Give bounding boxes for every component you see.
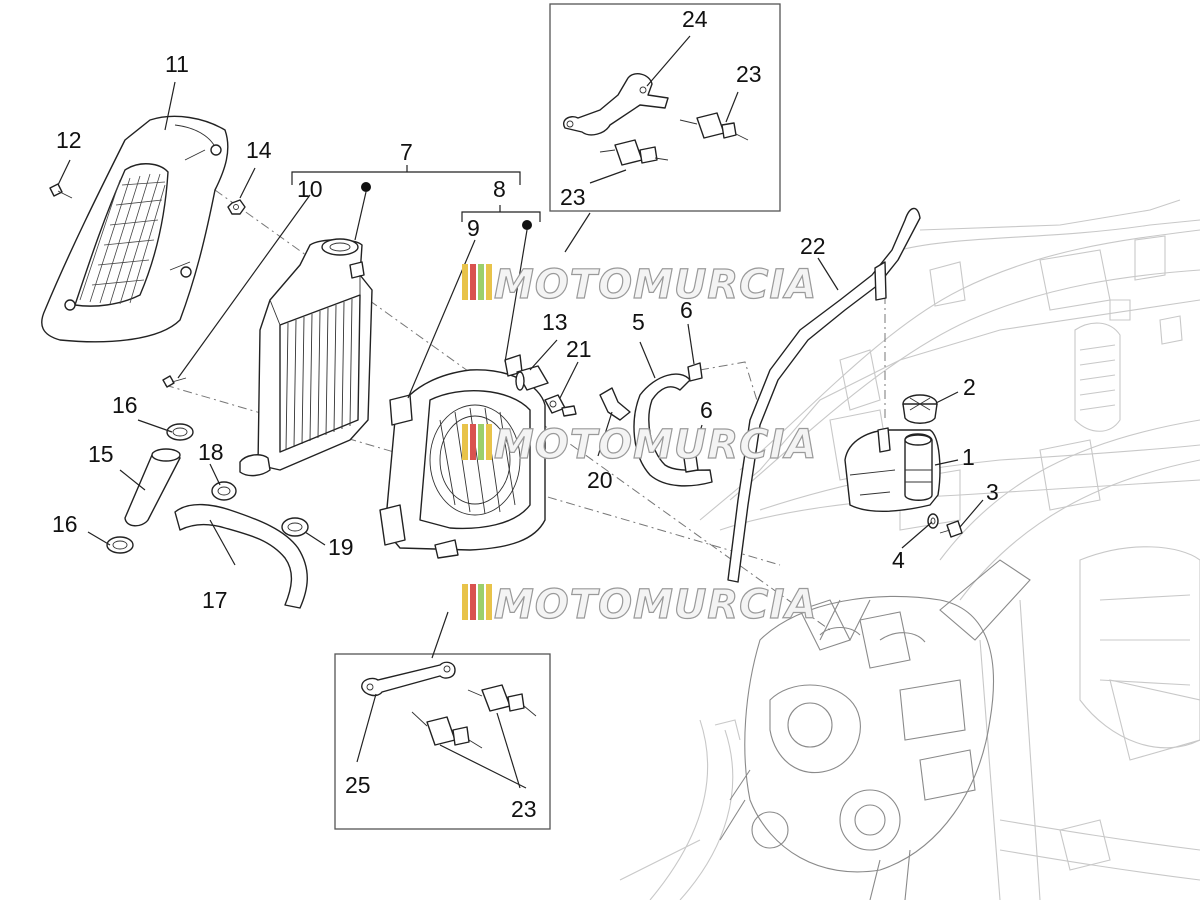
- callout-21: 21: [566, 336, 592, 362]
- callout-3: 3: [986, 479, 999, 505]
- hose-part-15: [124, 448, 181, 527]
- callout-9: 9: [467, 215, 480, 241]
- callout-20: 20: [587, 467, 613, 493]
- callout-25: 25: [345, 772, 371, 798]
- detail-box-bottom: [334, 653, 551, 830]
- washer-part-4: [927, 513, 939, 529]
- callout-6-lower: 6: [700, 397, 713, 423]
- callout-19: 19: [328, 534, 354, 560]
- dot-marker-radiator: [361, 182, 371, 192]
- group-brackets: [291, 165, 541, 230]
- callout-23-bottom: 23: [511, 796, 537, 822]
- callout-8: 8: [493, 176, 506, 202]
- callout-17: 17: [202, 587, 228, 613]
- watermark-stripe: [462, 264, 468, 300]
- clamp-part-16-lower: [106, 536, 134, 554]
- watermark-2: MOTOMURCIA: [462, 421, 817, 469]
- callout-7: 7: [400, 139, 413, 165]
- watermark-stripe: [470, 264, 476, 300]
- watermark-stripe: [462, 584, 468, 620]
- engine-block: [719, 559, 1031, 900]
- fitting-part-21: [544, 394, 577, 417]
- callout-5: 5: [632, 309, 645, 335]
- callout-24: 24: [682, 6, 708, 32]
- leader-lines: [57, 35, 984, 789]
- callout-18: 18: [198, 439, 224, 465]
- watermark-stripe: [470, 424, 476, 460]
- callout-16-upper: 16: [112, 392, 138, 418]
- callout-12: 12: [56, 127, 82, 153]
- dot-marker-shroud: [522, 220, 532, 230]
- watermark-stripe: [486, 264, 492, 300]
- watermark-3: MOTOMURCIA: [462, 581, 817, 629]
- hose-part-5: [633, 373, 713, 487]
- hose-part-17: [174, 503, 308, 609]
- watermark-1: MOTOMURCIA: [462, 261, 817, 309]
- nut-part-14: [227, 199, 246, 215]
- callout-22: 22: [800, 233, 826, 259]
- expansion-tank: [844, 427, 941, 513]
- screw-part-3: [939, 520, 963, 538]
- callout-15: 15: [88, 441, 114, 467]
- detail-box-top: [549, 3, 781, 212]
- watermark-stripe: [478, 264, 484, 300]
- sleeve-part-13: [515, 365, 549, 391]
- callout-23-top-right: 23: [736, 61, 762, 87]
- watermark-text: MOTOMURCIA: [494, 262, 817, 308]
- clamp-part-6-upper: [687, 362, 703, 382]
- callout-labels: 11 12 14 7 10 8 9 13 21 5 6 6 20 22 2 1 …: [52, 6, 999, 822]
- callout-23-top-left: 23: [560, 184, 586, 210]
- screw-part-10: [162, 375, 187, 388]
- watermark-stripe: [462, 424, 468, 460]
- callout-6-upper: 6: [680, 297, 693, 323]
- overflow-pipe-part-22: [727, 207, 921, 583]
- clamp-part-18: [211, 481, 237, 501]
- watermark-stripe: [478, 424, 484, 460]
- tank-cap-part-2: [902, 394, 938, 424]
- radiator-cover: [41, 115, 229, 343]
- watermark-text: MOTOMURCIA: [494, 422, 817, 468]
- scooter-frame: [619, 199, 1200, 900]
- callout-16-lower: 16: [52, 511, 78, 537]
- clamp-part-16-upper: [166, 423, 194, 441]
- watermark-stripe: [470, 584, 476, 620]
- callout-1: 1: [962, 444, 975, 470]
- watermark-stripe: [486, 424, 492, 460]
- watermark-stripe: [478, 584, 484, 620]
- callout-14: 14: [246, 137, 272, 163]
- callout-13: 13: [542, 309, 568, 335]
- assembly-axes: [164, 189, 886, 631]
- radiator: [239, 238, 373, 477]
- screw-part-12: [49, 183, 73, 199]
- watermark-stripe: [486, 584, 492, 620]
- clip-part-20: [599, 387, 631, 421]
- callout-10: 10: [297, 176, 323, 202]
- callout-2: 2: [963, 374, 976, 400]
- watermark-text: MOTOMURCIA: [494, 582, 817, 628]
- callout-11: 11: [165, 51, 189, 77]
- callout-4: 4: [892, 547, 905, 573]
- clamp-part-19: [281, 517, 309, 537]
